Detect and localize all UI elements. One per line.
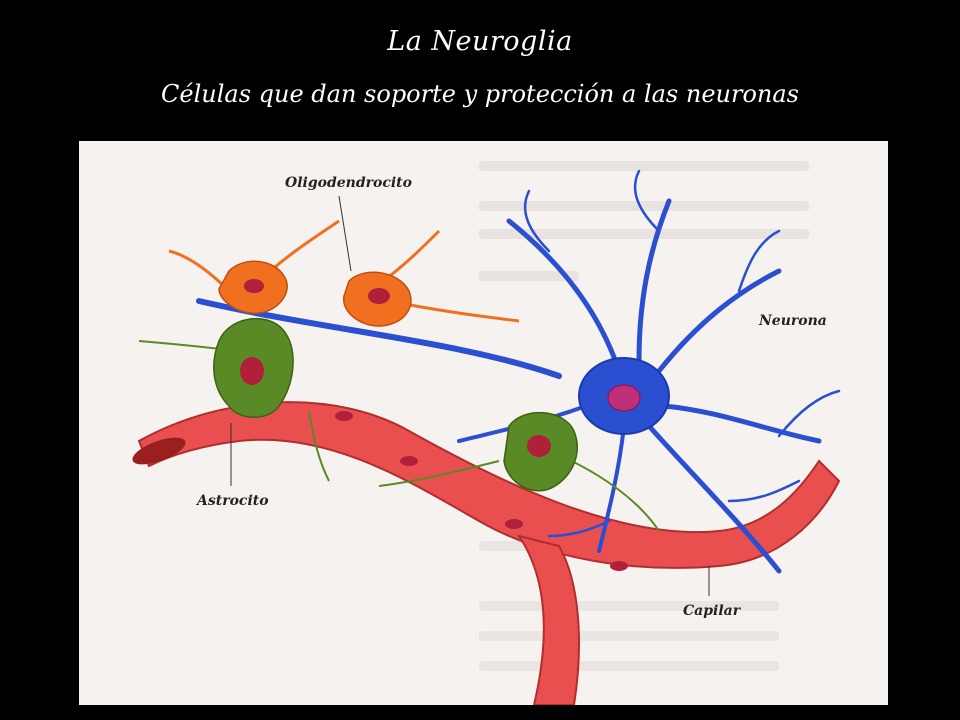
neuron-dendrite (661, 403, 822, 444)
neuron-dendrite (506, 218, 622, 374)
capillary-opening (132, 437, 186, 465)
page-title: La Neuroglia (387, 26, 573, 57)
neuron-dendrite-branch (737, 229, 781, 293)
background-text-line (479, 661, 779, 671)
background-text-line (479, 229, 809, 239)
neuron-dendrite (597, 424, 626, 553)
page-subtitle: Células que dan soporte y protección a l… (161, 80, 799, 108)
neuron-dendrite-branch (547, 519, 611, 538)
diagram-svg (132, 169, 841, 705)
oligodendrocyte-process (168, 249, 231, 293)
neuron-dendrite-branch (523, 189, 551, 253)
background-text-line (479, 271, 579, 281)
endothelial-nucleus (400, 456, 418, 466)
astrocyte-process (308, 410, 330, 482)
oligodendrocyte-nucleus (244, 279, 264, 293)
endothelial-nucleus (505, 519, 523, 529)
astrocyte-nucleus (527, 435, 551, 457)
neuron-dendrite-branch (727, 479, 801, 503)
oligodendrocyte-nucleus (368, 288, 390, 304)
capillary (132, 401, 841, 705)
background-text-line (479, 201, 809, 211)
astrocyte-nucleus (240, 357, 264, 385)
label-capilar: Capilar (683, 603, 741, 619)
neuroglia-illustration: Oligodendrocito Neurona Astrocito Capila… (79, 141, 888, 705)
neuron-dendrite (656, 268, 782, 374)
neuron-dendrite-branch (777, 389, 841, 438)
neuron-dendrite (646, 423, 782, 574)
astrocyte (138, 317, 660, 532)
leader-line-oligodendrocito (338, 195, 352, 272)
background-text-line (479, 161, 809, 171)
label-leaders (230, 195, 710, 596)
background-text-line (479, 631, 779, 641)
astrocyte-process (378, 460, 500, 487)
oligodendrocyte (168, 219, 520, 327)
label-astrocito: Astrocito (197, 493, 269, 509)
endothelial-nucleus (610, 561, 628, 571)
background-text-line (479, 601, 779, 611)
capillary-vessel (137, 401, 841, 569)
label-oligodendrocito: Oligodendrocito (285, 175, 412, 191)
endothelial-nucleus (335, 411, 353, 421)
capillary-branch (516, 534, 580, 705)
label-neurona: Neurona (759, 313, 827, 329)
neuron-nucleus (607, 384, 641, 412)
neuron-dendrite-branch (633, 169, 661, 233)
neuron-dendrite (636, 198, 672, 364)
